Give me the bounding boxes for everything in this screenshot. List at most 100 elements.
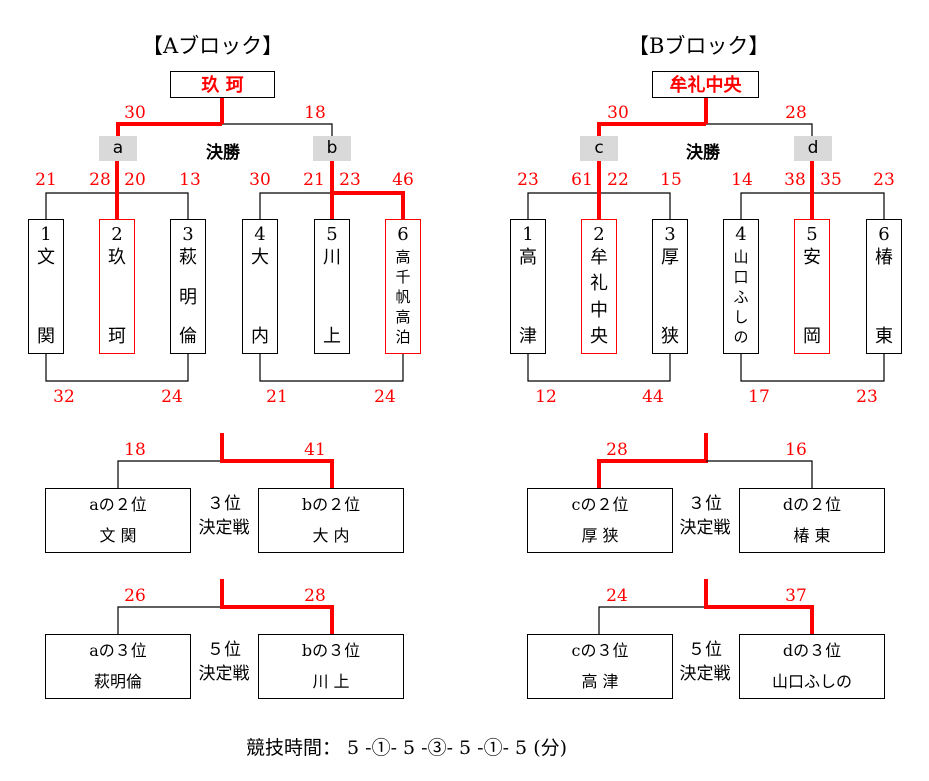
group-a-label: a [99,136,137,161]
a-fifth-left-box: aの３位 萩明倫 [45,634,191,699]
team-name: 萩明倫 [171,246,205,349]
b-fifth-label-line2: 決定戦 [679,664,731,684]
team-name-char: の [733,328,749,346]
team-name: 玖珂 [100,246,134,349]
a-fifth-label: ５位 決定戦 [192,638,256,686]
team-name: 椿東 [867,246,901,349]
block-b-champion: 牟礼中央 [652,71,759,98]
team-name-char: 文 [37,247,55,268]
team-name-char: 明 [179,286,197,308]
a-fifth-right-team: 川 上 [312,672,350,691]
b-third-score-left: 28 [606,440,628,460]
b-third-score-right: 16 [785,440,807,460]
team-name-char: 津 [519,326,537,347]
a-third-left-team: 文 関 [99,526,137,545]
team-number: 1 [40,224,52,245]
team-name: 安岡 [795,246,829,349]
team-number: 2 [593,224,605,245]
a-third-left-seed: aの２位 [89,495,147,514]
b-third-right-seed: dの２位 [782,495,842,514]
score-c-3: 22 [607,170,629,190]
team-name-char: 内 [251,326,269,347]
a-final-line-right [222,123,333,137]
b-third-label: ３位 決定戦 [673,492,737,540]
a-final-line-left [116,122,222,137]
team-name: 厚狭 [653,246,687,349]
score-b-3: 23 [339,170,361,190]
a-fifth-right-box: bの３位 川 上 [258,634,404,699]
a-group-b-top-right [332,191,405,219]
bottom-score-a-1: 32 [53,387,75,407]
b-third-line-left [597,433,708,488]
team-name: 山口ふしの [724,247,758,349]
b-third-line-right [706,460,813,488]
a-fifth-score-left: 26 [124,586,146,606]
b-fifth-left-seed: cの３位 [571,641,629,660]
team-number: 6 [878,224,890,245]
a-third-right-box: bの２位 大 内 [258,488,404,553]
b-third-right-box: dの２位 椿 東 [739,488,885,553]
team-number: 4 [735,224,747,245]
score-d-1: 14 [731,170,753,190]
score-b-4: 46 [392,170,414,190]
b-fifth-score-left: 24 [606,586,628,606]
team-name-char: 牟 [590,247,608,268]
team-number: 1 [522,224,534,245]
bottom-score-b-1: 21 [266,387,288,407]
team-name: 文関 [29,246,63,349]
bottom-score-c-1: 12 [535,387,557,407]
team-number: 5 [326,224,338,245]
block-a-final-score-left: 30 [124,103,146,123]
block-a-final-score-right: 18 [304,103,326,123]
competition-time-note: 競技時間： 5 -①- 5 -③- 5 -①- 5 (分) [246,737,568,759]
a-fifth-label-line2: 決定戦 [198,664,250,684]
a-third-right-seed: bの２位 [301,495,361,514]
a-fifth-right-seed: bの３位 [301,641,361,660]
b-third-label-line2: 決定戦 [679,518,731,538]
a-group-b-top-left [259,192,332,219]
score-b-2: 21 [303,170,325,190]
bottom-score-d-1: 17 [748,387,770,407]
a-third-label: ３位 決定戦 [192,492,256,540]
group-d-label: d [794,136,832,161]
bottom-score-b-2: 24 [374,387,396,407]
b-fifth-left-team: 高 津 [581,672,619,691]
bottom-score-c-2: 44 [642,387,664,407]
score-b-1: 30 [249,170,271,190]
team-name-char: 狭 [661,326,679,347]
a-third-line-left [117,460,222,488]
score-a-1: 21 [35,170,57,190]
b-fifth-score-right: 37 [785,586,807,606]
b-group-c-bottom [527,354,671,382]
b-third-left-team: 厚 狭 [581,526,619,545]
a-group-b-bottom [259,354,404,382]
team-name-char: 岡 [803,326,821,347]
b-third-left-box: cの２位 厚 狭 [527,488,673,553]
score-a-2: 28 [89,170,111,190]
a-third-score-left: 18 [124,440,146,460]
score-d-3: 35 [820,170,842,190]
a-fifth-score-right: 28 [304,586,326,606]
a-third-line-right [220,433,334,488]
a-fifth-label-line1: ５位 [207,640,241,660]
b-fifth-right-box: dの３位 山口ふしの [739,634,885,699]
team-name-char: 口 [733,268,749,286]
a-third-right-team: 大 内 [312,526,350,545]
a-third-score-right: 41 [304,440,326,460]
team-name-char: 泊 [395,328,411,346]
a-group-a-bottom [45,354,189,382]
block-a-title: 【Aブロック】 [142,34,284,58]
team-name-char: 高 [519,247,537,268]
score-c-1: 23 [517,170,539,190]
b-fifth-line-right [704,579,814,634]
b-group-d-bottom [740,354,885,382]
